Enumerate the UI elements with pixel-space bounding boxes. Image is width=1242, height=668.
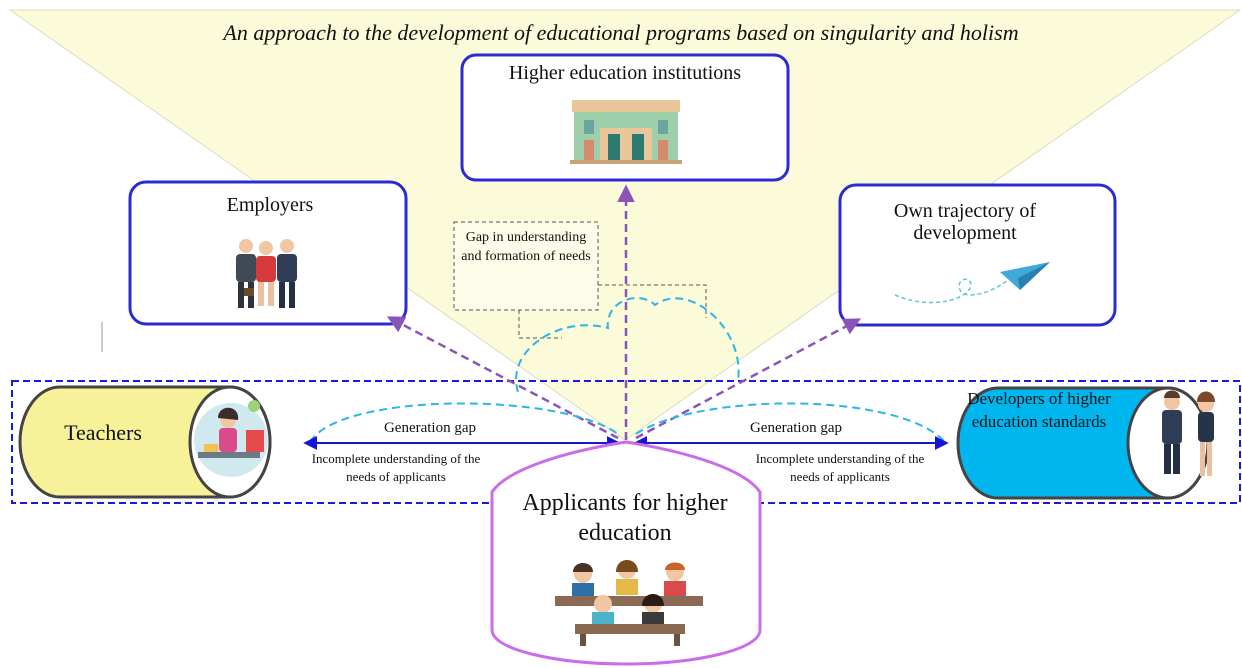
gap-note-connector-left (518, 310, 562, 339)
incomplete-understanding-right-label: Incomplete understanding of the needs of… (755, 451, 925, 484)
gap-note-connector-right (598, 284, 707, 318)
gap-note-label: Gap in understanding and formation of ne… (461, 230, 591, 264)
hei-label: Higher education institutions (508, 62, 742, 84)
employers-label: Employers (226, 194, 314, 216)
generation-gap-curve-left (309, 402, 619, 443)
gap-note-box (453, 221, 599, 311)
generation-gap-curve-right (635, 402, 946, 443)
generation-gap-left-label: Generation gap (383, 420, 477, 436)
teacher-at-desk-icon (194, 400, 268, 477)
applicants-label: Applicants for higher education (522, 490, 728, 546)
teachers-label: Teachers (64, 420, 142, 445)
students-at-desks-icon (555, 560, 703, 646)
officials-icon (1162, 390, 1215, 476)
own-trajectory-label: Own trajectory of development (893, 200, 1037, 244)
developers-label: Developers of higher education standards (967, 389, 1111, 431)
applicants-container (490, 440, 762, 666)
university-building-icon (570, 100, 682, 164)
own-trajectory-box (838, 183, 1117, 327)
incomplete-understanding-left-label: Incomplete understanding of the needs of… (311, 451, 481, 484)
paper-plane-icon (894, 262, 1050, 304)
business-people-icon (236, 239, 297, 308)
gap-curve-upper (515, 297, 740, 393)
diagram-title: An approach to the development of educat… (223, 20, 1019, 45)
generation-gap-right-label: Generation gap (749, 420, 843, 436)
